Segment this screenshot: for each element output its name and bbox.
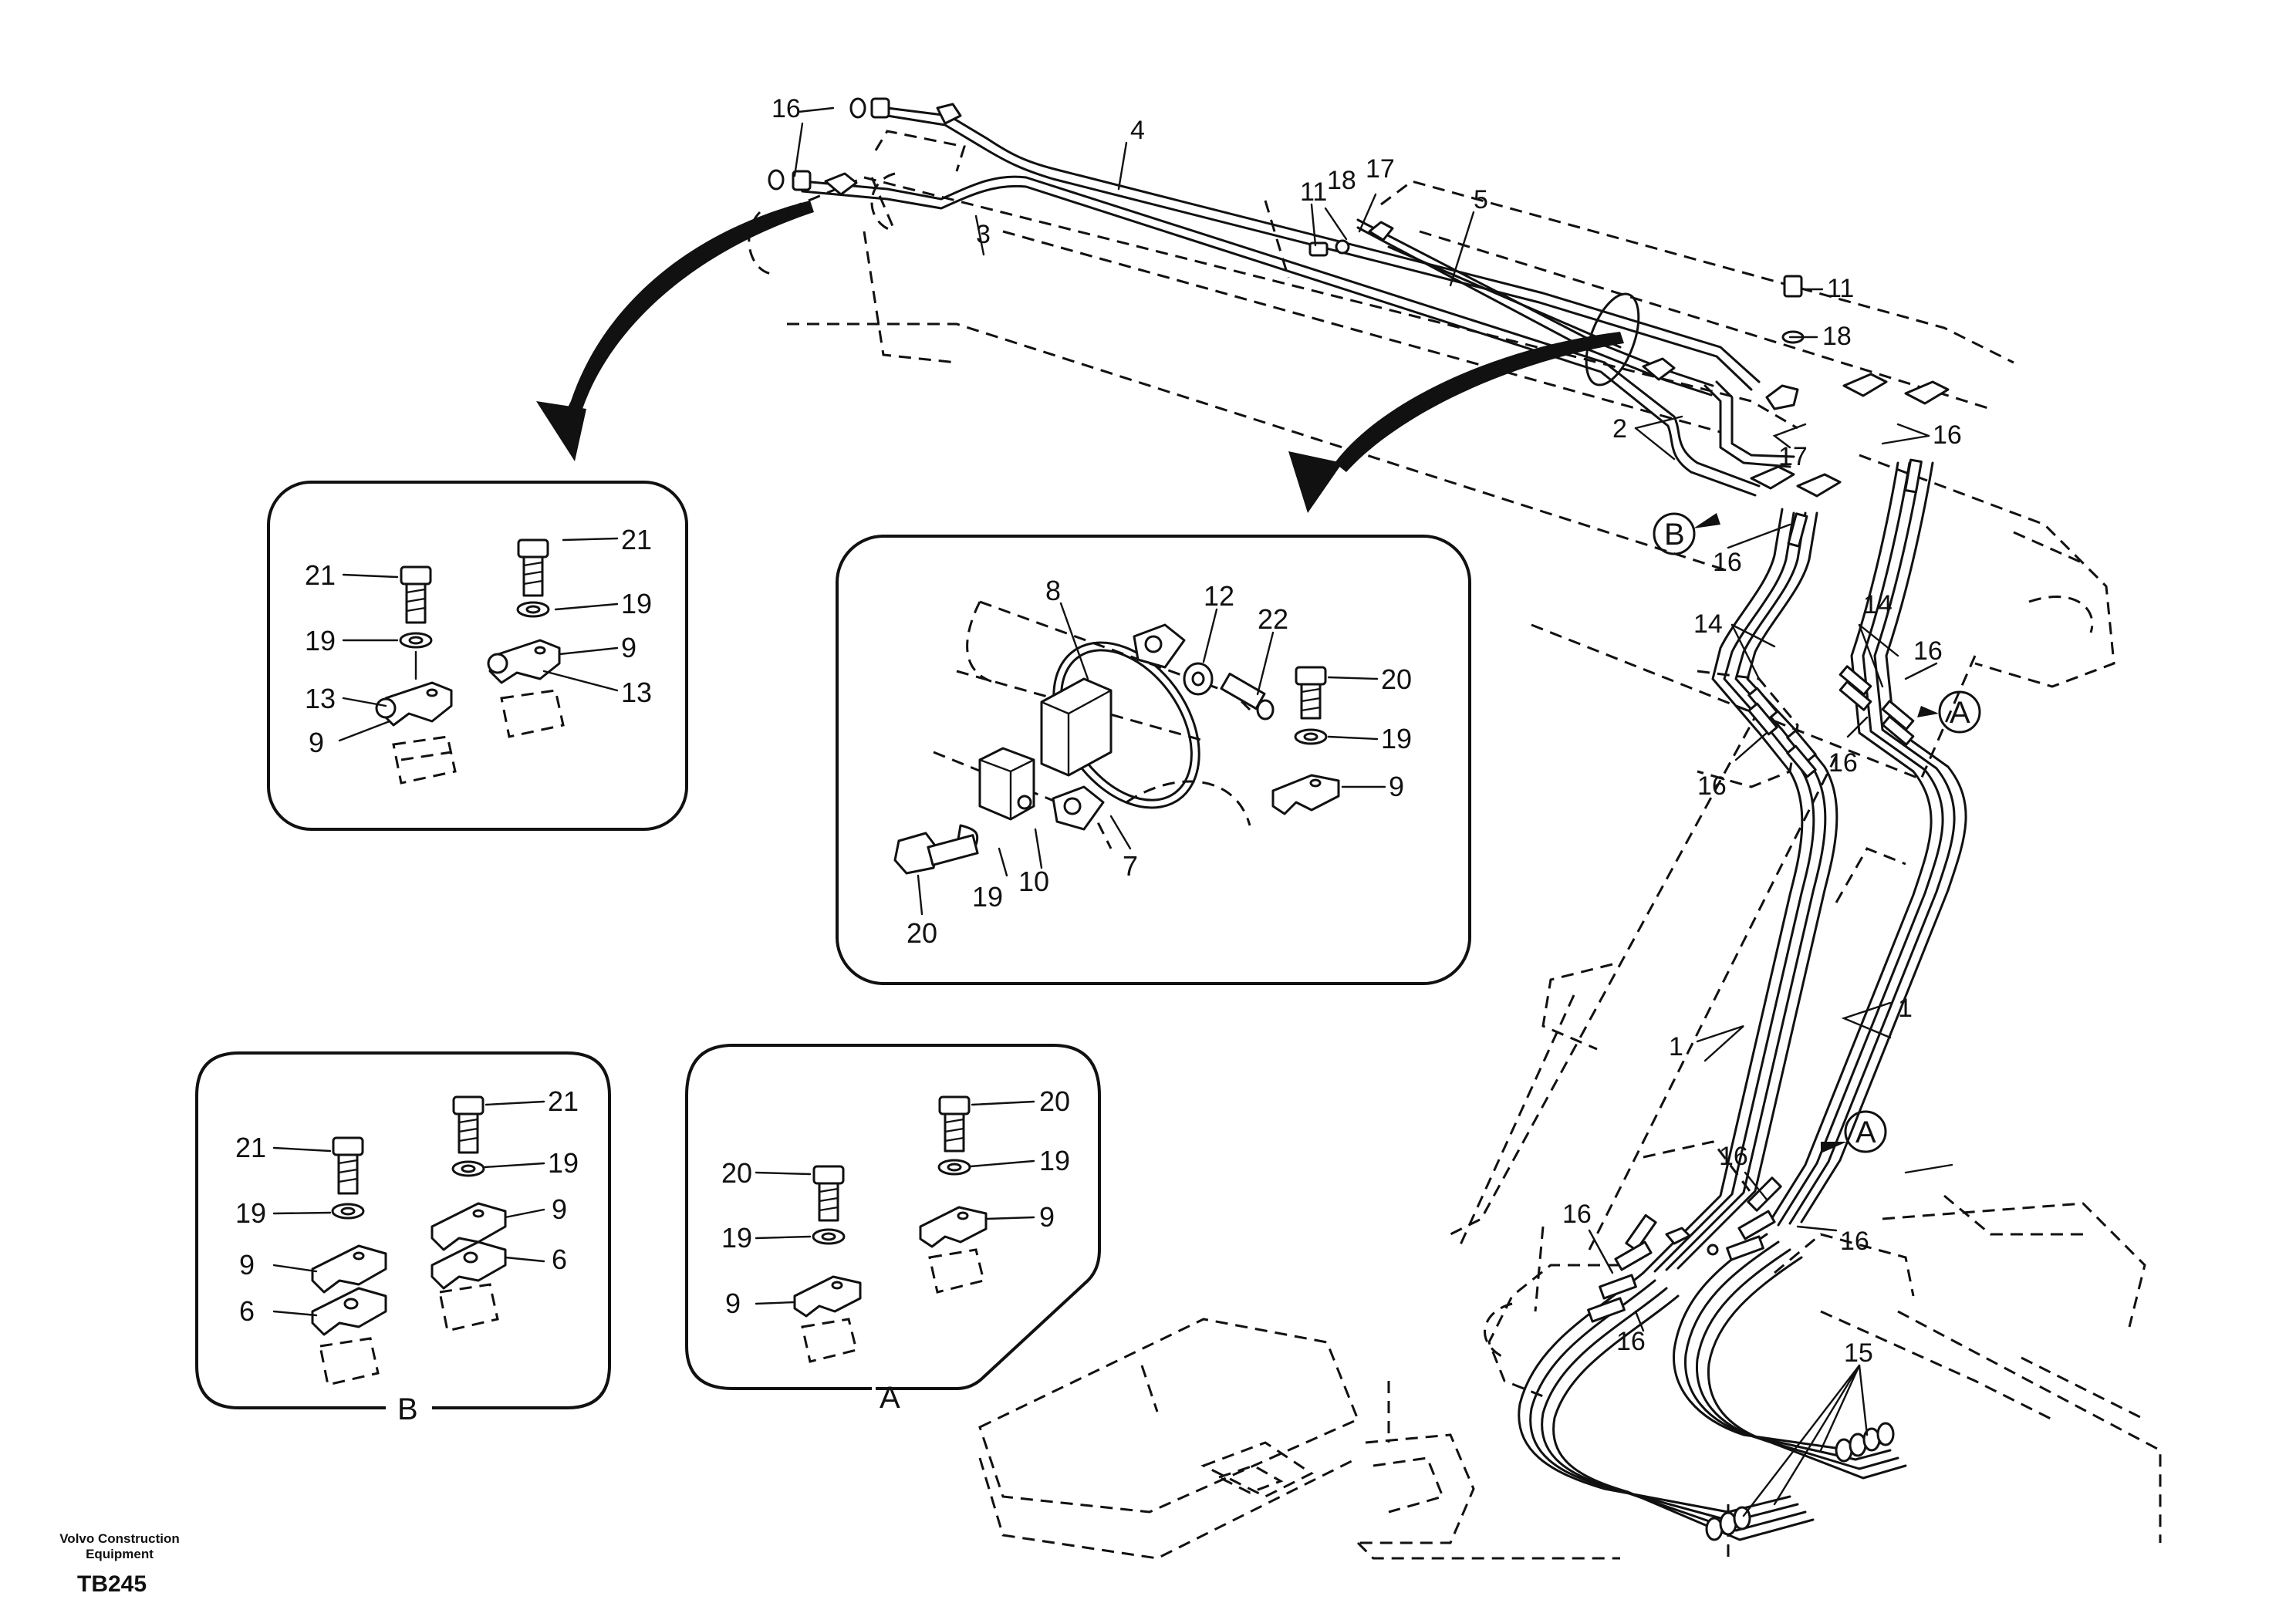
callout: 16 [1913,636,1943,666]
callout: 1 [1898,994,1913,1023]
callout: 20 [721,1157,752,1189]
callout: 16 [1828,748,1858,778]
detail-left-panel: 21 21 19 19 13 9 13 9 [267,481,688,831]
callout: 6 [552,1244,567,1275]
callout: 14 [1863,590,1893,619]
callout: 6 [239,1295,255,1327]
callout: 10 [1018,866,1049,897]
callout: 21 [235,1132,266,1163]
callout: 16 [1719,1142,1748,1171]
hoses [1518,1233,1907,1541]
callout: 3 [976,220,991,249]
callout: 5 [1474,185,1488,214]
callout: 20 [1381,663,1412,695]
callout: 16 [1616,1327,1646,1356]
callout: 9 [239,1249,255,1281]
callout: 9 [621,632,636,663]
detail-arrows [536,201,1624,513]
callout: 15 [1844,1338,1873,1368]
view-marker-label: A [1950,696,1970,730]
callout: 1 [1669,1032,1683,1061]
callout: 9 [725,1288,741,1319]
callout: 18 [1327,166,1356,195]
callout: 19 [548,1147,579,1179]
callout: 19 [1381,723,1412,754]
callout: 14 [1693,609,1723,639]
callout: 21 [548,1085,579,1117]
callout: 9 [309,727,324,758]
callout: 16 [1697,771,1727,801]
callout: 11 [1300,177,1327,207]
callout: 21 [305,559,336,591]
callout: 19 [621,588,652,619]
callout: 9 [552,1193,567,1225]
arm-phantom-outline [1387,670,2162,1543]
main-leaders [793,106,1953,1517]
callout: 20 [1039,1085,1070,1117]
callout: 17 [1366,154,1395,184]
callout: 17 [1778,442,1808,471]
callout: 11 [1827,274,1854,303]
company-name-line2: Equipment [86,1547,154,1561]
callout: 18 [1822,322,1852,351]
callout: 2 [1612,414,1627,444]
callout: 16 [1713,548,1742,577]
callout: 8 [1045,575,1061,606]
view-markers [1653,512,1981,1153]
view-marker-label: A [1855,1115,1876,1149]
callout: 13 [621,677,652,708]
callout: 16 [772,94,801,123]
callout: 19 [235,1197,266,1229]
callout: 16 [1562,1200,1592,1229]
company-name-line1: Volvo Construction [59,1531,180,1546]
bolt-21b [517,538,549,597]
boom-end-fittings [768,97,1805,344]
pipe-fittings [1587,458,1923,1541]
callout: 19 [305,625,336,656]
detail-center-panel: 8 12 22 20 19 9 20 19 10 7 [836,535,1471,985]
callout: 16 [1840,1227,1869,1256]
boom-pipes [801,103,1950,498]
view-marker-label: B [1664,518,1685,552]
callout: 12 [1204,580,1234,612]
callout: 22 [1258,603,1288,635]
callout: 9 [1039,1201,1055,1233]
callout: 20 [907,917,937,949]
callout: 16 [1933,420,1962,450]
callout: 13 [305,683,336,714]
detail-b-panel: B 21 21 19 19 9 9 [195,1051,611,1426]
callout: 19 [972,881,1003,913]
callout: 19 [1039,1145,1070,1176]
main-callouts: 16 4 11 18 17 5 3 11 18 2 17 16 B 16 14 … [772,94,1970,1368]
boom-phantom-outline [748,130,2115,781]
callout: 19 [721,1222,752,1254]
callout: 9 [1389,771,1404,802]
drawing-code: TB245 [77,1571,147,1597]
detail-a-label: A [880,1381,900,1415]
callout: 7 [1123,850,1138,882]
bolt-21a [400,565,432,624]
footer: Volvo Construction Equipment TB245 [59,1531,180,1597]
arm-pipes [1642,461,1967,1274]
callout: 21 [621,524,652,555]
detail-a-panel: A 20 20 19 19 9 9 [685,1044,1101,1415]
callout: 4 [1130,116,1145,145]
detail-b-label: B [397,1392,418,1426]
